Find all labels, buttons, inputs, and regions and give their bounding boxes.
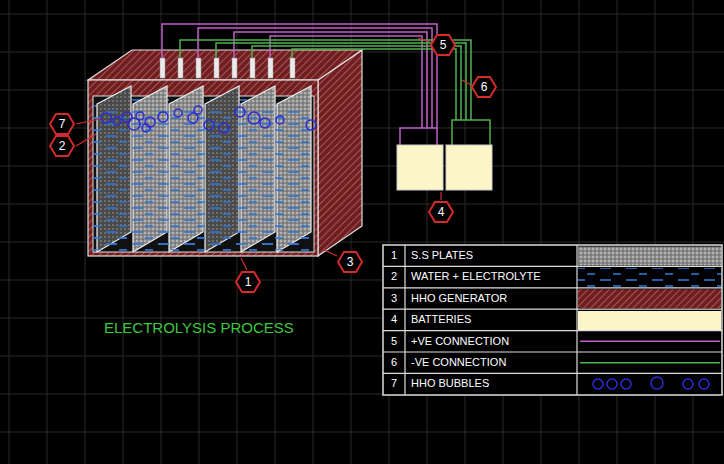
table-number: 1 <box>383 249 405 262</box>
batteries <box>397 145 492 190</box>
callout-number: 3 <box>337 255 363 269</box>
table-number: 2 <box>383 270 405 283</box>
callout-number: 1 <box>235 275 261 289</box>
legend-text: WATER + ELECTROLYTE <box>411 270 541 283</box>
diagram-title: ELECTROLYSIS PROCESS <box>104 319 294 336</box>
legend-text: S.S PLATES <box>411 249 473 262</box>
table-number: 4 <box>383 313 405 326</box>
hexagon-shape <box>50 114 74 134</box>
hho-bubbles <box>101 106 316 133</box>
callout-hexagon: 2 <box>49 135 75 157</box>
positive-swatch <box>580 341 720 343</box>
callout-hexagon: 1 <box>235 271 261 293</box>
callout-hexagon: 3 <box>337 251 363 273</box>
callout-number: 6 <box>471 80 497 94</box>
water-swatch <box>578 268 721 287</box>
hexagon-shape <box>50 136 74 156</box>
legend-text: BATTERIES <box>411 313 471 326</box>
legend-text: HHO BUBBLES <box>411 377 489 390</box>
legend-swatch <box>578 311 721 330</box>
hho-generator <box>88 50 362 256</box>
hexagon-shape <box>429 202 453 222</box>
callout-hexagon: 5 <box>430 34 456 56</box>
callout-number: 7 <box>49 117 75 131</box>
hexagon-shape <box>431 35 455 55</box>
generator-swatch <box>578 289 721 308</box>
plates-swatch <box>578 247 721 266</box>
legend-text: -VE CONNECTION <box>411 356 506 369</box>
legend-text: HHO GENERATOR <box>411 292 507 305</box>
hexagon-shape <box>472 77 496 97</box>
hexagon-shape <box>338 252 362 272</box>
hexagon-shape <box>236 272 260 292</box>
callout-number: 4 <box>428 205 454 219</box>
legend-text: +VE CONNECTION <box>411 335 509 348</box>
negative-swatch <box>580 362 720 364</box>
bubbles-swatch <box>593 377 709 389</box>
callout-number: 5 <box>430 38 456 52</box>
electrolyte-water <box>93 110 314 250</box>
positive-wires <box>162 24 437 145</box>
terminal-rods <box>160 58 295 78</box>
callout-hexagon: 6 <box>471 76 497 98</box>
table-number: 6 <box>383 356 405 369</box>
leader-lines <box>76 38 471 270</box>
callout-hexagon: 7 <box>49 113 75 135</box>
callout-number: 2 <box>49 139 75 153</box>
callout-hexagon: 4 <box>428 201 454 223</box>
table-number: 3 <box>383 292 405 305</box>
legend-table <box>383 245 722 395</box>
table-number: 7 <box>383 377 405 390</box>
table-number: 5 <box>383 335 405 348</box>
